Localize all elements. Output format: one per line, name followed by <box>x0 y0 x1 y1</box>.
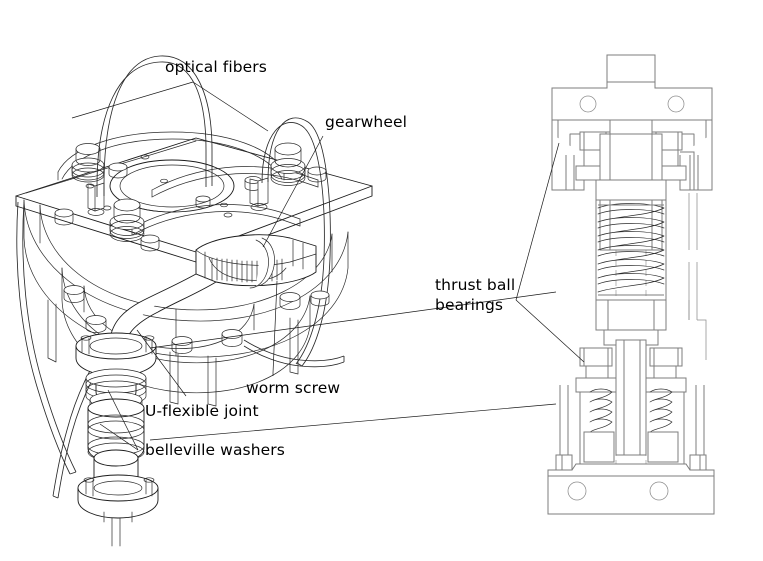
bolt-boss <box>270 142 306 186</box>
small-peg <box>195 195 211 209</box>
right-section-wall <box>688 193 707 360</box>
bolt-boss <box>109 198 145 242</box>
small-peg <box>108 162 128 179</box>
lower-bolt <box>171 336 193 354</box>
main-threaded-shaft <box>595 120 667 300</box>
connector-line-upper <box>149 291 557 349</box>
callout-optical-fibers: optical fibers <box>165 58 267 76</box>
mid-housing <box>595 299 667 346</box>
leader-thrust-bearings-b <box>515 299 585 363</box>
callout-belleville-washers: belleville washers <box>145 441 285 459</box>
right-sectional-view <box>547 54 715 515</box>
small-peg <box>140 234 160 252</box>
callout-gearwheel: gearwheel <box>325 113 408 131</box>
lower-bolt <box>279 292 301 310</box>
upper-side-rails <box>551 120 713 191</box>
bolt-boss <box>71 143 105 183</box>
small-peg <box>54 208 74 226</box>
callout-thrust-ball-bearings: thrust ball bearings <box>435 276 516 314</box>
callout-worm-screw: worm screw <box>246 379 341 397</box>
lower-body-walls <box>559 339 705 471</box>
gearwheel <box>249 237 275 289</box>
u-flexible-joint-assembly <box>75 332 159 547</box>
leader-thrust-bearings-a <box>515 142 560 301</box>
lower-bolt <box>63 285 85 303</box>
callout-leader-lines <box>71 81 585 451</box>
left-isometric-assembly <box>15 55 373 547</box>
leader-optical-fibers-a <box>71 81 194 119</box>
base-plate <box>547 454 715 515</box>
lower-bolt <box>85 315 107 333</box>
leader-gearwheel <box>262 135 324 248</box>
leader-u-flexible-joint <box>136 329 187 397</box>
optical-fiber-cables <box>16 55 345 499</box>
leader-worm-screw <box>272 280 278 376</box>
lower-compression-springs <box>583 388 679 463</box>
main-compression-spring <box>597 203 665 296</box>
connector-line-lower <box>149 403 557 441</box>
callout-u-flexible-joint: U-flexible joint <box>145 402 259 420</box>
worm-screw-housing <box>195 234 317 289</box>
leader-optical-fibers-b <box>192 81 269 132</box>
leader-belleville-a <box>99 423 139 451</box>
fiber-feedthrough-right <box>249 177 269 211</box>
upper-body-block <box>551 81 713 135</box>
lower-bolt <box>310 290 330 307</box>
leader-belleville-b <box>107 389 139 451</box>
